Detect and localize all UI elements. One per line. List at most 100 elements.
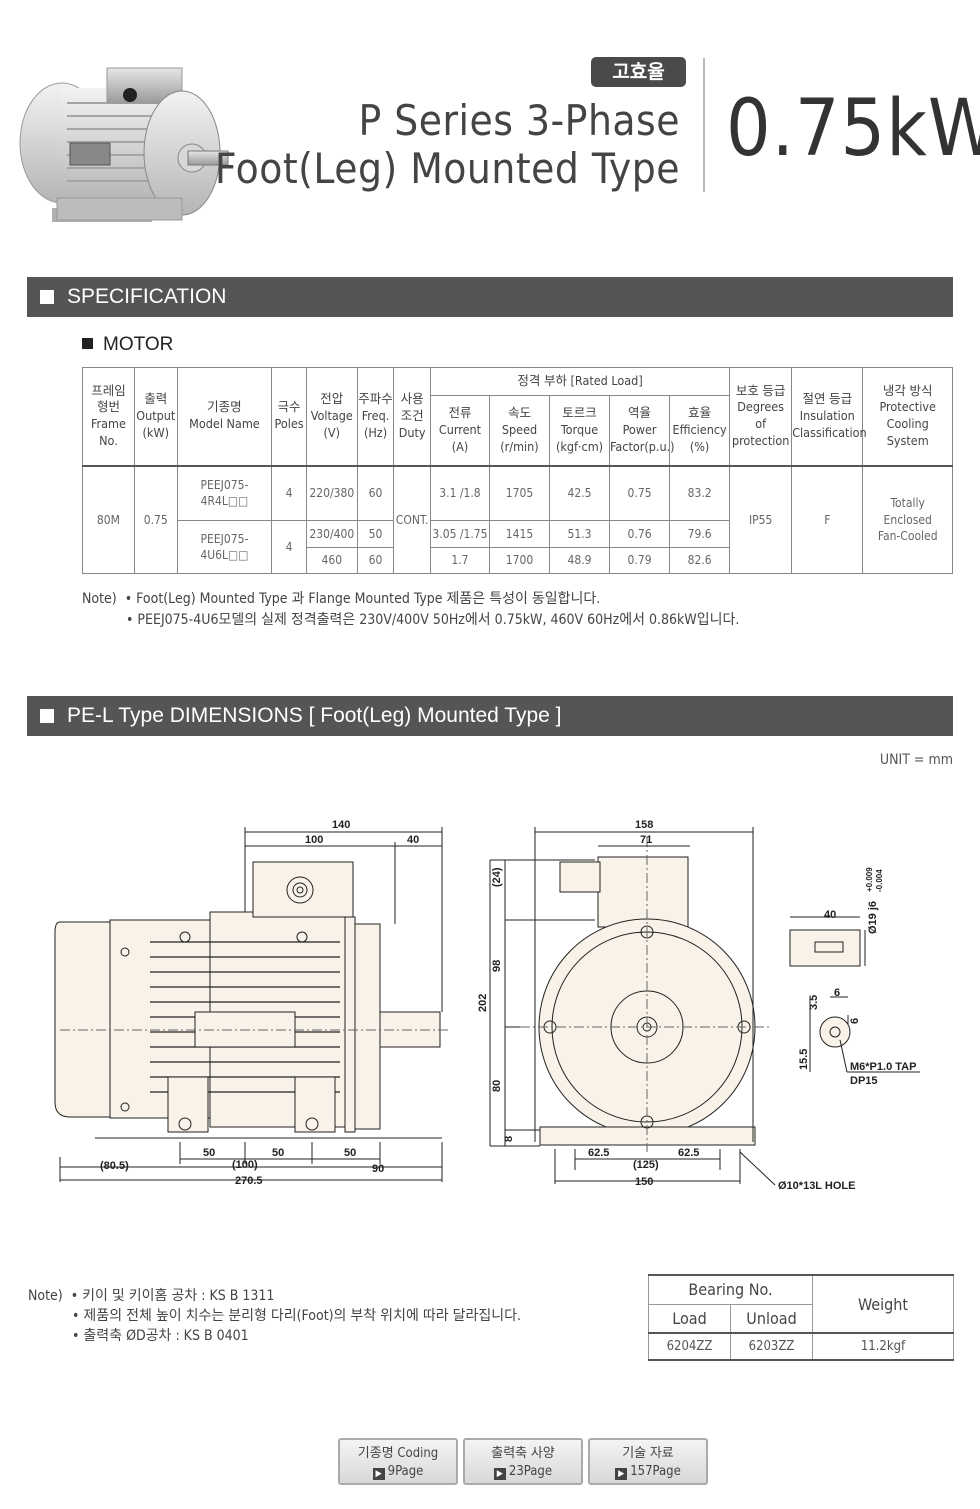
dim-15-5: 15.5: [798, 1049, 810, 1070]
section-title: SPECIFICATION: [67, 285, 227, 308]
dim-note-line2: • 제품의 전체 높이 치수는 분리형 다리(Foot)의 부착 위치에 따라 …: [72, 1308, 521, 1324]
dim-90: 90: [372, 1163, 384, 1175]
cell-speed: 1705: [488, 465, 551, 521]
square-bullet-icon: [82, 338, 93, 349]
header-divider: [703, 58, 705, 192]
dimension-drawing: 140 100 40 (80.5) 50 50 50 (100) 90 270.…: [54, 819, 920, 1192]
nav-button-page: 9Page: [387, 1464, 424, 1479]
bearing-table: Bearing No. Weight Load Unload 6204ZZ 62…: [647, 1274, 955, 1361]
nav-button-label: 기술 자료: [622, 1446, 674, 1461]
dim-6a: 6: [834, 987, 840, 999]
cell-pf: 0.75: [609, 465, 671, 521]
dim-140: 140: [332, 819, 350, 831]
dim-50a: 50: [203, 1147, 215, 1159]
table-row: 460 60 1.7 1700 48.9 0.79 82.6: [83, 547, 953, 574]
cell-eff: 82.6: [669, 547, 731, 574]
dim-dp: DP15: [850, 1075, 878, 1087]
cell-voltage: 230/400: [305, 520, 358, 548]
section-dimensions: PE-L Type DIMENSIONS [ Foot(Leg) Mounted…: [27, 696, 953, 736]
section-title: PE-L Type DIMENSIONS [ Foot(Leg) Mounted…: [67, 704, 562, 727]
cell-poles: 4: [271, 520, 307, 574]
weight-title: Weight: [812, 1274, 955, 1334]
dim-62-5a: 62.5: [588, 1147, 609, 1159]
cell-poles: 4: [271, 465, 307, 521]
cell-protection: IP55: [729, 465, 793, 574]
dim-note-line3: • 출력축 ØD공차 : KS B 0401: [72, 1328, 249, 1344]
square-icon: [40, 290, 54, 304]
cell-current: 1.7: [429, 547, 490, 574]
bearing-unload-header: Unload: [729, 1303, 814, 1334]
cell-eff: 79.6: [669, 520, 731, 548]
dim-98: 98: [491, 960, 503, 972]
cell-voltage: 460: [305, 547, 358, 574]
cell-pf: 0.79: [609, 547, 671, 574]
motor-photo: [19, 67, 229, 222]
unit-label: UNIT = mm: [879, 752, 953, 768]
nav-button-tech-data[interactable]: 기술 자료 ▶157Page: [588, 1438, 708, 1485]
cell-output: 0.75: [133, 465, 178, 574]
square-icon: [40, 709, 54, 723]
bearing-title: Bearing No.: [647, 1274, 814, 1305]
dim-202: 202: [477, 994, 489, 1012]
dim-24: (24): [491, 867, 503, 887]
dim-150: 150: [635, 1176, 653, 1188]
dim-tol-up: +0.009: [865, 867, 874, 892]
cell-model2: PEEJ075-4U6L□□: [176, 520, 273, 574]
dim-100b: (100): [232, 1159, 258, 1171]
cell-eff: 83.2: [669, 465, 731, 521]
nav-button-label: 출력축 사양: [491, 1446, 555, 1461]
page-title-line2: Foot(Leg) Mounted Type: [214, 144, 680, 193]
efficiency-badge: 고효율: [591, 57, 686, 87]
cell-torque: 42.5: [549, 465, 611, 521]
dim-100: 100: [305, 834, 323, 846]
cell-speed: 1700: [488, 547, 551, 574]
dim-158: 158: [635, 819, 653, 831]
th-rated-load: 정격 부하 [Rated Load]: [429, 367, 731, 396]
dim-40: 40: [407, 834, 419, 846]
dim-125: (125): [633, 1159, 659, 1171]
dim-tol-down: -0.004: [875, 869, 884, 892]
dim-3-5: 3.5: [808, 995, 820, 1010]
dim-71: 71: [640, 834, 652, 846]
cell-voltage: 220/380: [305, 465, 358, 521]
cell-current: 3.1 /1.8: [429, 465, 490, 521]
dim-tap: M6*P1.0 TAP: [850, 1061, 916, 1073]
nav-button-page: 23Page: [508, 1464, 553, 1479]
dim-270-5: 270.5: [235, 1175, 263, 1187]
nav-button-shaft-spec[interactable]: 출력축 사양 ▶23Page: [463, 1438, 583, 1485]
motor-subheading-text: MOTOR: [103, 334, 174, 355]
dim-shaft-40: 40: [824, 909, 836, 921]
table-row: 80M 0.75 PEEJ075-4R4L□□ 4 220/380 60 CON…: [82, 465, 953, 574]
nav-button-coding[interactable]: 기종명 Coding ▶9Page: [338, 1438, 458, 1485]
dim-62-5b: 62.5: [678, 1147, 699, 1159]
dim-6b: 6: [849, 1018, 861, 1024]
nav-button-page: 157Page: [630, 1464, 681, 1479]
cell-torque: 51.3: [549, 520, 611, 548]
nav-button-label: 기종명 Coding: [357, 1446, 439, 1461]
cell-duty: CONT.: [393, 465, 431, 574]
cell-freq: 60: [356, 547, 395, 574]
page-link-icon: ▶: [372, 1468, 385, 1480]
section-specification: SPECIFICATION: [27, 277, 953, 317]
power-rating: 0.75kW: [726, 84, 980, 174]
weight-value: 11.2kgf: [812, 1332, 955, 1361]
motor-subheading: MOTOR: [82, 334, 173, 356]
cell-freq: 50: [356, 520, 395, 548]
bearing-load-header: Load: [648, 1303, 731, 1334]
